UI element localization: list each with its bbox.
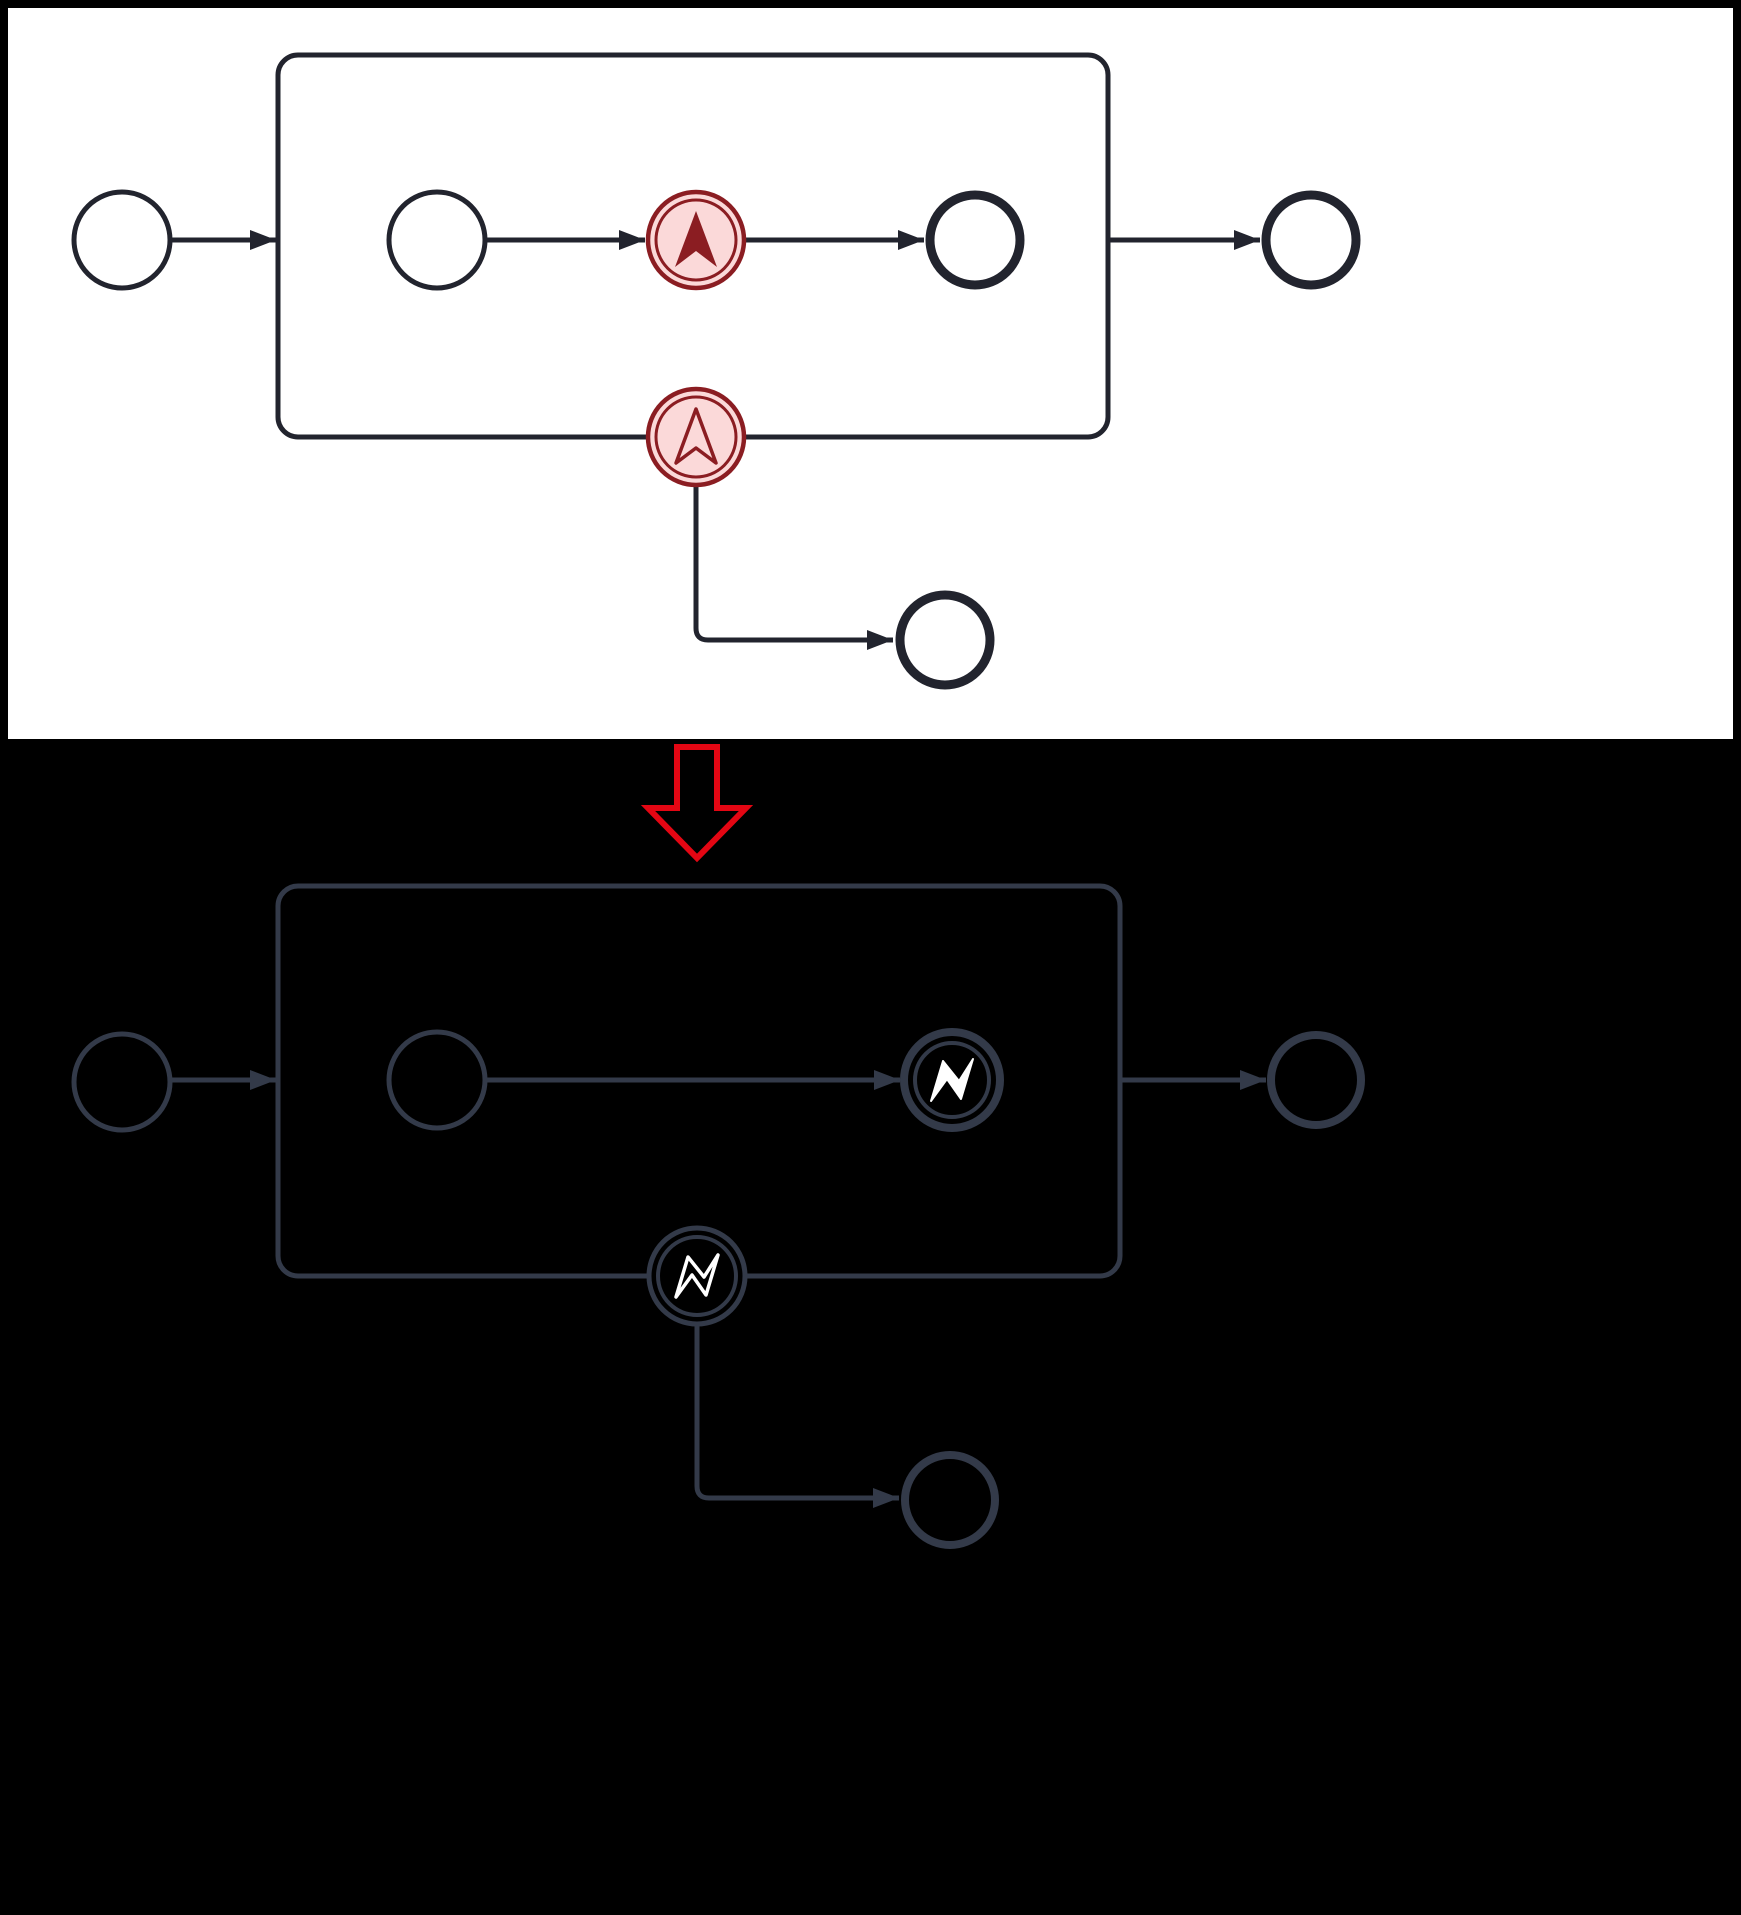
boundary-sequence-flow [694,1326,899,1508]
event-inner-ring [654,198,738,282]
end-event-outer [1261,190,1361,290]
escalation-throw-event [645,189,747,291]
error-icon [930,1058,974,1102]
top-diagram [8,8,1733,739]
end-event-boundary [901,1451,999,1549]
end-event-boundary [895,590,995,690]
boundary-sequence-flow [693,487,893,650]
start-event-inner [386,1029,488,1131]
end-event-outer [1267,1031,1365,1129]
start-event-inner [386,189,488,291]
error-icon [674,1253,720,1299]
event-inner-ring [656,1235,738,1317]
error-boundary-event [646,1225,748,1327]
escalation-boundary-event [645,386,747,488]
event-inner-ring [913,1041,991,1119]
escalation-icon [674,407,718,465]
end-event-inner [925,190,1025,290]
start-event-outer [71,189,173,291]
top-panel-background [8,8,1733,739]
error-end-event-inner [900,1028,1004,1132]
event-outer-ring [645,386,747,488]
arrow-down-icon [640,744,754,863]
event-inner-ring [654,395,738,479]
event-outer-ring [646,1225,748,1327]
bottom-diagram [71,883,1365,1549]
start-event-outer [71,1031,173,1133]
escalation-icon [675,211,717,267]
